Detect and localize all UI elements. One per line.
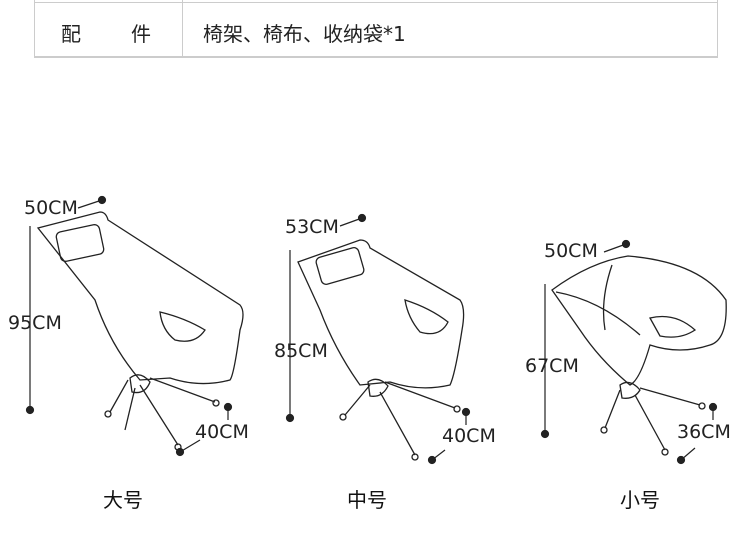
small-chair-illustration	[551, 255, 727, 456]
small-height-label: 67CM	[525, 355, 579, 377]
small-width-label: 50CM	[544, 240, 598, 262]
large-height-label: 95CM	[8, 312, 62, 334]
medium-height-label: 85CM	[274, 340, 328, 362]
accessories-table: 配 件 椅架、椅布、收纳袋*1	[34, 0, 718, 58]
medium-width-label: 53CM	[285, 216, 339, 238]
label-char-2: 件	[131, 22, 151, 46]
label-char-1: 配	[61, 22, 81, 46]
medium-size-name: 中号	[347, 488, 387, 512]
small-chair-dimensions	[540, 239, 718, 465]
accessories-value: 椅架、椅布、收纳袋*1	[203, 22, 406, 46]
column-divider	[182, 0, 183, 56]
medium-chair-dimensions	[285, 213, 471, 465]
large-size-name: 大号	[103, 488, 143, 512]
table-divider	[35, 2, 717, 3]
small-size-name: 小号	[620, 488, 660, 512]
medium-chair-illustration	[297, 239, 465, 461]
large-chair-illustration	[36, 211, 244, 451]
large-width-label: 50CM	[24, 197, 78, 219]
small-depth-label: 36CM	[677, 421, 731, 443]
large-chair-dimensions	[25, 195, 233, 457]
medium-depth-label: 40CM	[442, 425, 496, 447]
large-depth-label: 40CM	[195, 421, 249, 443]
